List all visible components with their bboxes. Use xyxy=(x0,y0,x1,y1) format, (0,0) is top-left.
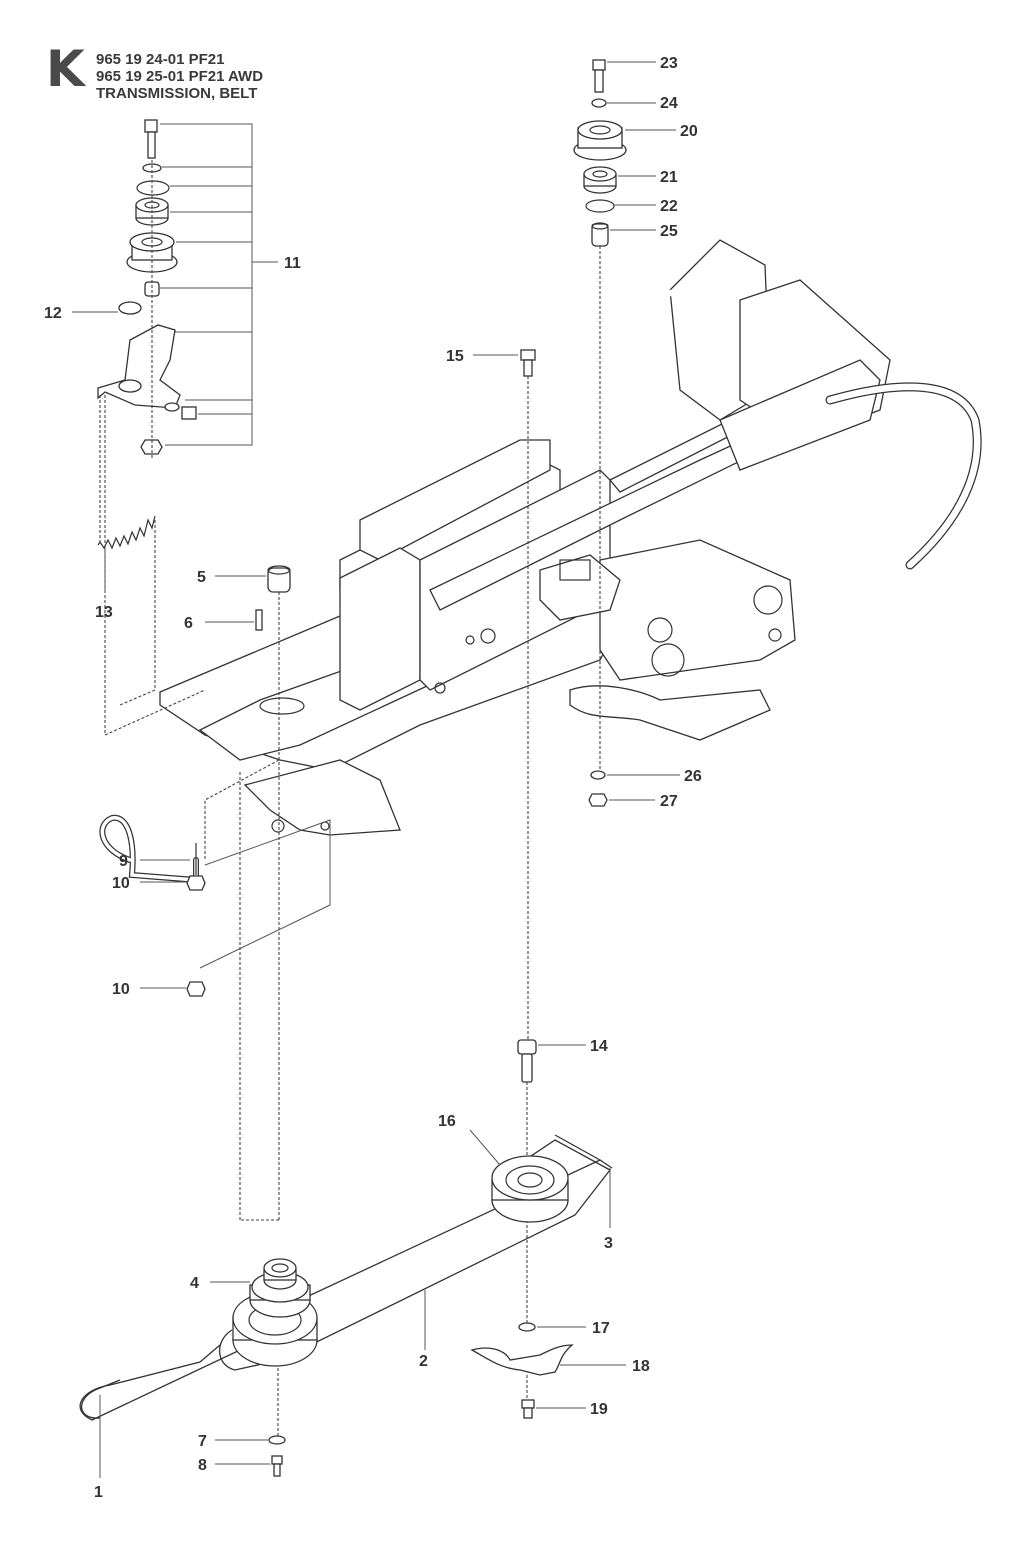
callout-19: 19 xyxy=(590,1401,608,1418)
belt-guide-18 xyxy=(470,1344,574,1376)
callout-14: 14 xyxy=(590,1038,608,1055)
bolt-15 xyxy=(520,349,536,361)
screw-8 xyxy=(271,1455,283,1465)
callout-12: 12 xyxy=(44,305,62,322)
drive-pulley-4 xyxy=(232,1258,318,1367)
control-rod xyxy=(99,814,199,884)
spacer-5 xyxy=(267,567,291,593)
callout-26: 26 xyxy=(684,768,702,785)
chassis-frame xyxy=(159,239,982,836)
callout-4: 4 xyxy=(190,1275,199,1292)
callout-11: 11 xyxy=(284,255,301,272)
callout-21: 21 xyxy=(660,169,678,186)
tensioner-arm-assembly xyxy=(97,119,278,736)
callout-10-lower: 10 xyxy=(112,981,130,998)
callout-10-upper: 10 xyxy=(112,875,130,892)
callout-27: 27 xyxy=(660,793,678,810)
nut-10b xyxy=(186,981,206,997)
section-letter: K xyxy=(46,40,85,98)
callout-15: 15 xyxy=(446,348,464,365)
model-number-2: 965 19 25-01 PF21 AWD xyxy=(96,68,264,85)
callout-3: 3 xyxy=(604,1235,613,1252)
callout-13: 13 xyxy=(95,604,113,621)
callout-22: 22 xyxy=(660,198,678,215)
callout-1: 1 xyxy=(94,1484,103,1501)
callout-23: 23 xyxy=(660,55,678,72)
callout-5: 5 xyxy=(197,569,206,586)
pin-6 xyxy=(255,609,263,631)
screw-19 xyxy=(521,1399,535,1409)
callout-20: 20 xyxy=(680,123,698,140)
callout-18: 18 xyxy=(632,1358,650,1375)
callout-2: 2 xyxy=(419,1353,428,1370)
nut-10a xyxy=(186,875,206,891)
callout-8: 8 xyxy=(198,1457,207,1474)
washer-7 xyxy=(268,1435,286,1445)
callout-25: 25 xyxy=(660,223,678,240)
model-number-1: 965 19 24-01 PF21 xyxy=(96,51,225,68)
idler-pulley-16 xyxy=(491,1155,569,1223)
shoulder-bolt-14 xyxy=(517,1039,537,1055)
callout-17: 17 xyxy=(592,1320,610,1337)
washer-17 xyxy=(518,1322,536,1332)
callout-9: 9 xyxy=(119,853,128,870)
callout-leaders xyxy=(72,61,680,1478)
callout-6: 6 xyxy=(184,615,193,632)
callout-numbers: 23 24 20 21 22 25 11 12 15 13 5 6 26 27 … xyxy=(44,55,702,1501)
idler-pulley-stack xyxy=(573,59,627,807)
callout-7: 7 xyxy=(198,1433,207,1450)
drive-belt xyxy=(79,1134,613,1421)
callout-16: 16 xyxy=(438,1113,456,1130)
callout-24: 24 xyxy=(660,95,678,112)
diagram-title: TRANSMISSION, BELT xyxy=(96,85,258,102)
